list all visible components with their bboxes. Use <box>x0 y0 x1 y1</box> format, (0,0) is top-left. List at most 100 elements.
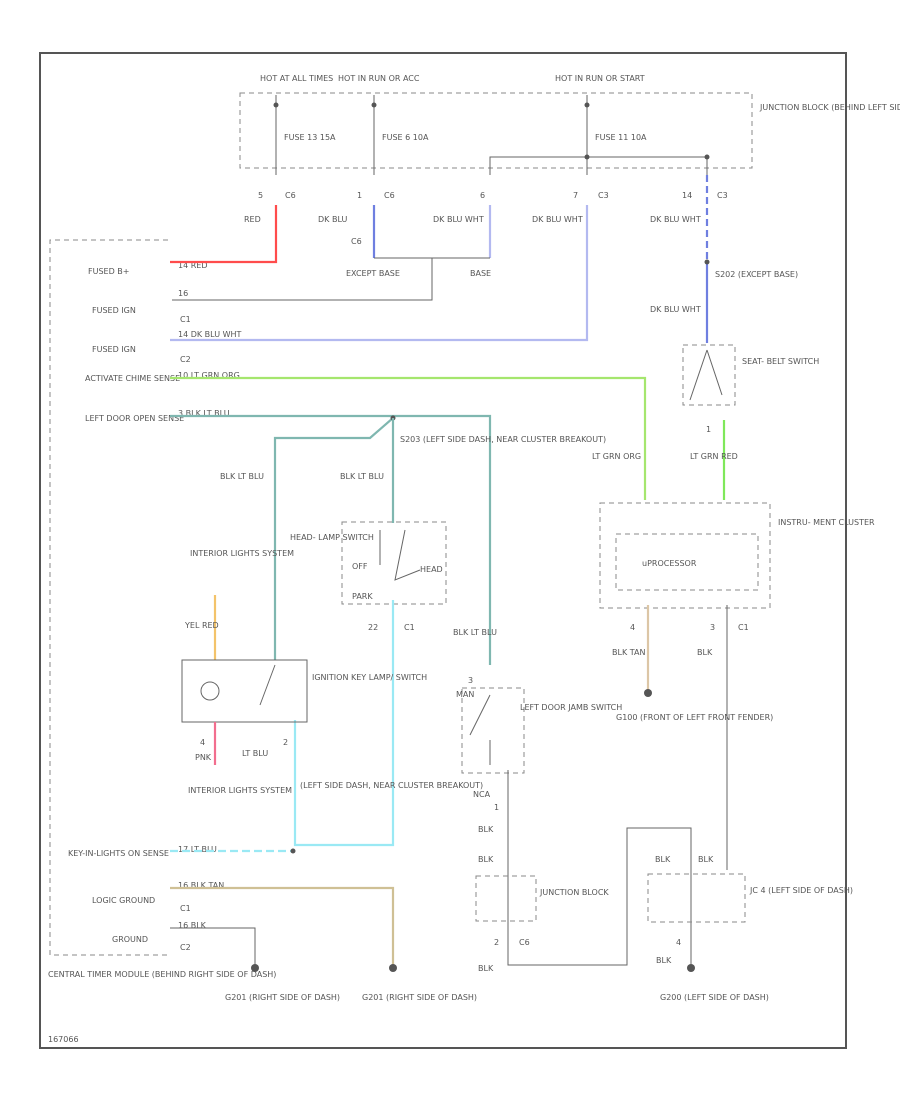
hs-off-label: OFF <box>352 562 368 571</box>
ctm-connector-c2: C2 <box>180 355 191 364</box>
wire-ground <box>170 927 256 966</box>
ground-g201-a-label: G201 (RIGHT SIDE OF DASH) <box>225 993 340 1002</box>
ctm-outline <box>49 239 168 956</box>
ctm-pin-label-logic: LOGIC GROUND <box>92 896 155 905</box>
wire-label-blk-4: BLK <box>478 964 494 973</box>
wire-label-dk-blu-wht-2: DK BLU WHT <box>532 215 583 224</box>
jb-connector-c3a: C3 <box>598 191 609 200</box>
ctm-pin-tag-5: 3 BLK LT BLU <box>178 409 230 418</box>
wire-blk-lt-blu <box>170 414 492 665</box>
ctm-pin-tag-3: 14 DK BLU WHT <box>178 330 242 339</box>
splice-s205 <box>290 848 296 854</box>
wire-label-blk-1: BLK <box>697 648 713 657</box>
jb-pin-1: 1 <box>357 191 362 200</box>
wire-except-base-bracket <box>172 257 490 301</box>
ctm-title: CENTRAL TIMER MODULE (BEHIND RIGHT SIDE … <box>48 970 276 979</box>
jc4-label: JC 4 (LEFT SIDE OF DASH) <box>749 886 853 895</box>
interior-lights-top-label: INTERIOR LIGHTS SYSTEM <box>190 549 294 558</box>
fuse-node <box>704 154 710 160</box>
wire-label-blk-6: BLK <box>698 855 714 864</box>
wire-label-blk-3: BLK <box>478 855 494 864</box>
fuse-node <box>273 102 279 108</box>
processor-label: uPROCESSOR <box>642 559 697 568</box>
ctm-pin-label-door: LEFT DOOR OPEN SENSE <box>85 414 184 423</box>
wire-label-c6: C6 <box>351 237 362 246</box>
ground-g100 <box>644 689 652 697</box>
junction-block-small <box>475 875 537 922</box>
pin-4-jc: 4 <box>676 938 681 947</box>
instrument-cluster <box>599 502 771 609</box>
fuse-6-label: FUSE 6 10A <box>382 133 429 142</box>
wire-label-except-base: EXCEPT BASE <box>346 269 400 278</box>
seat-belt-switch <box>682 344 736 406</box>
ignition-key-lamp-label: IGNITION KEY LAMP/ SWITCH <box>312 673 427 682</box>
jb-pin-5: 5 <box>258 191 263 200</box>
wire-label-dk-blu-wht-1: DK BLU WHT <box>433 215 484 224</box>
jb-pin-14: 14 <box>682 191 692 200</box>
wire-red <box>170 205 278 264</box>
jb-connector-c6b: C6 <box>384 191 395 200</box>
ctm-pin-tag-4: 10 LT GRN ORG <box>178 371 240 380</box>
fuse-13-label: FUSE 13 15A <box>284 133 336 142</box>
pin-1-jamb: 1 <box>494 803 499 812</box>
ctm-pin-tag-1: 14 RED <box>178 261 208 270</box>
man-label: MAN <box>456 690 474 699</box>
wire-lt-blu <box>293 600 395 847</box>
interior-lights-bottom-label: INTERIOR LIGHTS SYSTEM <box>188 786 292 795</box>
wire-label-lt-grn-org: LT GRN ORG <box>592 452 641 461</box>
ground-g201-a <box>251 964 259 972</box>
fuse-node <box>584 102 590 108</box>
hot-label-2: HOT IN RUN OR ACC <box>338 74 420 83</box>
fuse-node <box>584 154 590 160</box>
nca-label: NCA <box>473 790 491 799</box>
ctm-pin-label-fused-ign-1: FUSED IGN <box>92 306 136 315</box>
wire-label-base: BASE <box>470 269 491 278</box>
headlamp-switch-label: HEAD- LAMP SWITCH <box>290 533 374 542</box>
hot-label-1: HOT AT ALL TIMES <box>260 74 333 83</box>
seat-belt-switch-label: SEAT- BELT SWITCH <box>742 357 819 366</box>
jb-connector-c6: C6 <box>519 938 530 947</box>
hs-connector-c1: C1 <box>404 623 415 632</box>
ignition-switch-contact <box>259 664 276 706</box>
wire-label-blk-lt-blu-2: BLK LT BLU <box>340 472 384 481</box>
wire-label-dk-blu-wht-3: DK BLU WHT <box>650 215 701 224</box>
junction-block-small-label: JUNCTION BLOCK <box>539 888 609 897</box>
wire-logic-ground <box>170 886 395 966</box>
wire-label-dk-blu-wht-4: DK BLU WHT <box>650 305 701 314</box>
wire-label-dk-blu: DK BLU <box>318 215 347 224</box>
ctm-pin-label-chime: ACTIVATE CHIME SENSE <box>85 374 180 383</box>
splice-s203-label: S203 (LEFT SIDE DASH, NEAR CLUSTER BREAK… <box>400 435 606 444</box>
wire-label-blk-2: BLK <box>478 825 494 834</box>
seat-belt-contact <box>689 349 723 401</box>
wire-label-lt-blu: LT BLU <box>242 749 268 758</box>
ctm-pin-label-fused-b: FUSED B+ <box>88 267 129 276</box>
fuse-11-label: FUSE 11 10A <box>595 133 647 142</box>
left-door-jamb-label: LEFT DOOR JAMB SWITCH <box>520 703 622 712</box>
ignition-key-lamp-switch <box>181 659 308 723</box>
hs-park-label: PARK <box>352 592 373 601</box>
splice-s202 <box>704 259 710 265</box>
ctm-connector-c1b: C1 <box>180 904 191 913</box>
ignition-lamp-bulb-icon <box>200 681 220 701</box>
pin-2-jb: 2 <box>494 938 499 947</box>
ground-g200 <box>687 964 695 972</box>
pin-22: 22 <box>368 623 378 632</box>
splice-s202-label: S202 (EXCEPT BASE) <box>715 270 798 279</box>
pin-2-ign: 2 <box>283 738 288 747</box>
ground-g201-b-label: G201 (RIGHT SIDE OF DASH) <box>362 993 477 1002</box>
pin-3-jamb: 3 <box>468 676 473 685</box>
splice-s205-label: (LEFT SIDE DASH, NEAR CLUSTER BREAKOUT) <box>300 781 483 790</box>
ctm-pin-tag-6: 17 LT BLU <box>178 845 217 854</box>
instrument-cluster-label: INSTRU- MENT CLUSTER <box>778 518 875 527</box>
jb-pin-7: 7 <box>573 191 578 200</box>
ctm-connector-c1: C1 <box>180 315 191 324</box>
ctm-pin-tag-7: 16 BLK TAN <box>178 881 224 890</box>
door-jamb-contact <box>469 694 491 765</box>
jb-connector-c3b: C3 <box>717 191 728 200</box>
jc4-block <box>647 873 746 923</box>
ctm-connector-c2b: C2 <box>180 943 191 952</box>
wire-label-blk-lt-blu-1: BLK LT BLU <box>220 472 264 481</box>
pin-4-ign: 4 <box>200 738 205 747</box>
ground-g201-b <box>389 964 397 972</box>
headlamp-switch-contacts <box>379 529 421 581</box>
